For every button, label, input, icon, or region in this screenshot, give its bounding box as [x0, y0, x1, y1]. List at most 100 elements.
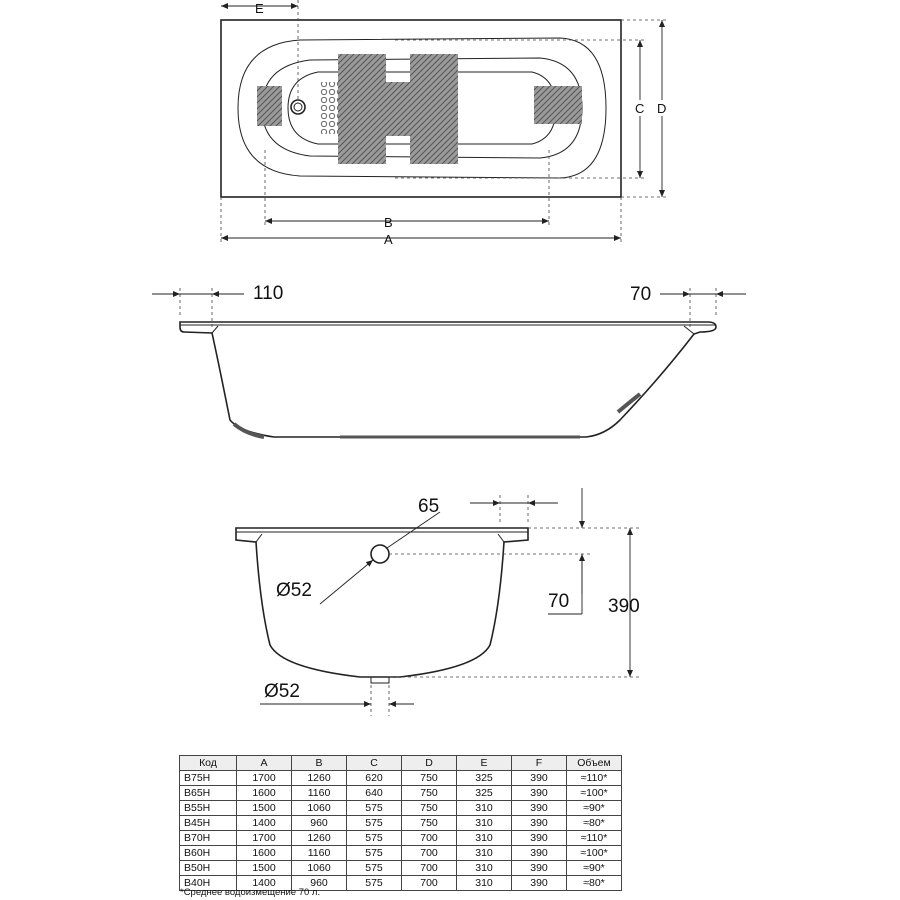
table-cell: 575 [346, 875, 402, 891]
table-cell: 310 [456, 815, 512, 831]
table-cell: ≈100* [566, 845, 622, 861]
table-cell: 700 [401, 845, 457, 861]
side-view: 110 70 [152, 283, 746, 439]
table-cell: 1400 [236, 815, 292, 831]
table-cell: 1060 [291, 800, 347, 816]
table-cell: B45H [179, 815, 237, 831]
drain-hole-icon [290, 99, 306, 115]
dim-label-d: D [657, 101, 666, 116]
table-cell: 1260 [291, 770, 347, 786]
overflow-hole-icon [370, 544, 390, 564]
table-cell: 700 [401, 830, 457, 846]
table-cell: 390 [511, 770, 567, 786]
table-header-row: Код A B C D E F Объем [179, 755, 622, 771]
table-cell: 390 [511, 845, 567, 861]
table-cell: ≈110* [566, 770, 622, 786]
table-cell: B55H [179, 800, 237, 816]
table-cell: 1160 [291, 845, 347, 861]
table-header: A [236, 755, 292, 771]
dim-overflow-depth: 70 [548, 591, 569, 612]
anti-slip-pad [410, 54, 458, 82]
table-cell: 325 [456, 770, 512, 786]
table-cell: ≈90* [566, 860, 622, 876]
table-cell: 575 [346, 845, 402, 861]
dim-side-right-rim: 70 [630, 284, 651, 305]
table-cell: 390 [511, 800, 567, 816]
table-cell: 575 [346, 830, 402, 846]
table-cell: ≈80* [566, 875, 622, 891]
dim-end-rim-width: 65 [418, 496, 439, 517]
anti-slip-mat-center [338, 82, 458, 136]
tub-outline-top [220, 19, 622, 198]
table-cell: 1500 [236, 860, 292, 876]
anti-slip-pad [257, 86, 282, 126]
dim-label-b: B [384, 215, 393, 230]
table-cell: 750 [401, 815, 457, 831]
table-cell: 750 [401, 800, 457, 816]
anti-slip-grid [320, 82, 338, 134]
anti-slip-pad [410, 136, 458, 164]
table-cell: ≈100* [566, 785, 622, 801]
table-cell: ≈110* [566, 830, 622, 846]
table-cell: 310 [456, 860, 512, 876]
table-cell: 960 [291, 875, 347, 891]
anti-slip-pad [534, 86, 582, 124]
table-header: C [346, 755, 402, 771]
tub-side-profile [179, 321, 717, 438]
table-cell: 575 [346, 860, 402, 876]
table-cell: 750 [401, 785, 457, 801]
table-cell: 310 [456, 845, 512, 861]
end-view: 65 Ø52 70 390 Ø52 [235, 488, 640, 716]
table-cell: 1060 [291, 860, 347, 876]
table-cell: 310 [456, 830, 512, 846]
table-cell: 620 [346, 770, 402, 786]
table-cell: 390 [511, 830, 567, 846]
table-cell: 1160 [291, 785, 347, 801]
table-cell: 390 [511, 815, 567, 831]
table-header: Код [179, 755, 237, 771]
table-cell: 700 [401, 860, 457, 876]
dim-total-height: 390 [608, 596, 640, 617]
table-cell: 1600 [236, 845, 292, 861]
dim-side-left-rim: 110 [253, 283, 283, 304]
table-cell: 1500 [236, 800, 292, 816]
table-header: B [291, 755, 347, 771]
table-cell: 390 [511, 785, 567, 801]
anti-slip-pad [338, 54, 386, 82]
table-cell: B70H [179, 830, 237, 846]
table-cell: 750 [401, 770, 457, 786]
table-cell: ≈90* [566, 800, 622, 816]
table-cell: 700 [401, 875, 457, 891]
table-cell: 310 [456, 875, 512, 891]
top-view: E B A C D [220, 0, 669, 247]
dim-label-c: C [635, 101, 644, 116]
anti-slip-pad [338, 136, 386, 164]
table-cell: B60H [179, 845, 237, 861]
table-cell: B65H [179, 785, 237, 801]
table-cell: 1600 [236, 785, 292, 801]
table-header: F [511, 755, 567, 771]
table-cell: 960 [291, 815, 347, 831]
table-cell: 1700 [236, 770, 292, 786]
dim-label-e: E [255, 1, 264, 16]
table-cell: ≈80* [566, 815, 622, 831]
table-header: D [401, 755, 457, 771]
table-header: E [456, 755, 512, 771]
table-cell: 310 [456, 800, 512, 816]
table-cell: 390 [511, 875, 567, 891]
table-cell: 1700 [236, 830, 292, 846]
dim-label-a: A [384, 232, 393, 247]
table-cell: 325 [456, 785, 512, 801]
table-cell: 390 [511, 860, 567, 876]
table-cell: 575 [346, 815, 402, 831]
